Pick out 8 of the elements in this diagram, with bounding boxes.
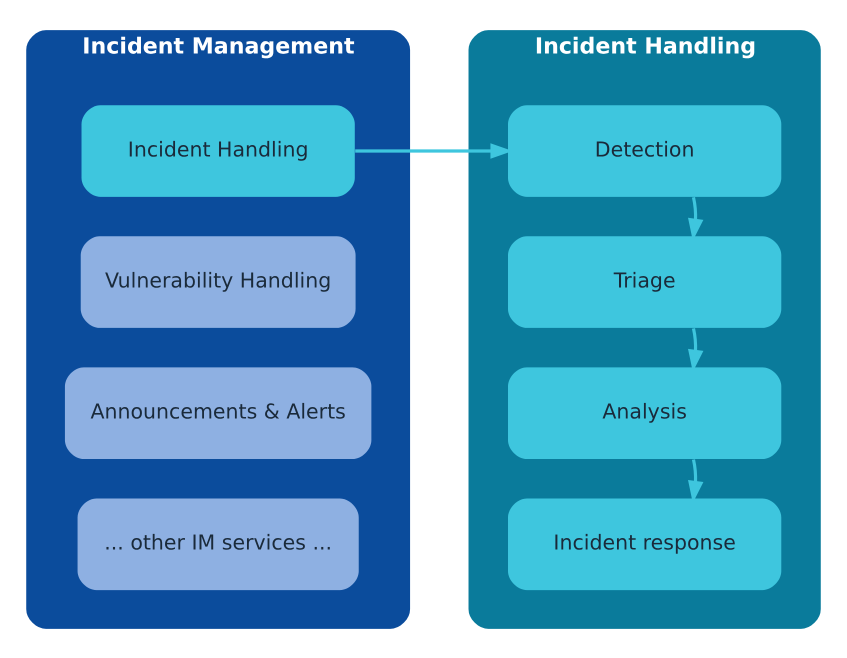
node-box: Incident Handling [82, 104, 355, 196]
node-box: Detection [508, 104, 782, 196]
node-box: ... other IM services ... [78, 498, 359, 590]
node-box: Triage [508, 236, 782, 328]
node-box: Analysis [508, 366, 782, 459]
node-box: Vulnerability Handling [80, 236, 356, 328]
node-box: Incident response [508, 498, 782, 590]
node-box: Announcements & Alerts [64, 366, 372, 459]
